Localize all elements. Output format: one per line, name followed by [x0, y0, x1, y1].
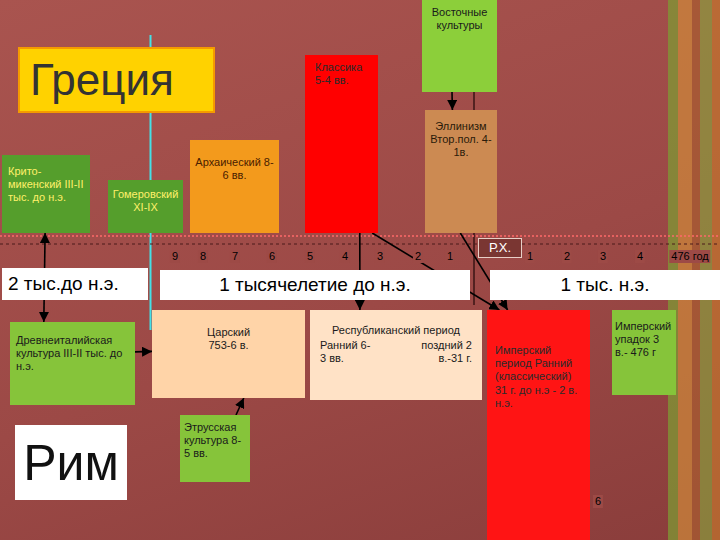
box-text: Республиканский период	[320, 324, 472, 337]
box-text: Классика 5-4 вв.	[315, 61, 374, 87]
box-text: 1 тысячелетие до н.э.	[166, 274, 464, 297]
box-text: 1 тыс. н.э.	[496, 274, 714, 297]
box-text: Восточные культуры	[425, 6, 494, 32]
period-box: Царский 753-6 в.	[152, 310, 305, 398]
tick-number: 9	[170, 250, 180, 263]
box-text: Крито-микенский III-II тыс. до н.э.	[8, 165, 84, 205]
period-box: Гомеровский XI-IX	[108, 180, 183, 233]
connector-arrow	[451, 92, 453, 110]
period-box: Крито-микенский III-II тыс. до н.э.	[2, 155, 90, 233]
tick-number: 2	[413, 250, 423, 263]
period-box: Классика 5-4 вв.	[305, 55, 378, 233]
period-box: Эллинизм Втор.пол. 4-1в.	[425, 110, 497, 233]
box-text: Древнеиталийская культура III-II тыс. до…	[16, 334, 129, 374]
timeline-band: 2 тыс.до н.э.	[2, 268, 148, 300]
box-text: Архаический 8-6 вв.	[194, 156, 275, 182]
timeline-band: 1 тысячелетие до н.э.	[160, 270, 470, 300]
tick-year: 476 год	[669, 250, 710, 263]
culture-box: Этрусская культура 8-5 вв.	[180, 415, 250, 482]
box-text: Рим	[19, 433, 123, 493]
tick-number: 4	[635, 250, 645, 263]
tick-number: 1	[445, 250, 455, 263]
tick-number: 3	[598, 250, 608, 263]
box-text: Имперский период Ранний (классический) 3…	[495, 344, 582, 410]
box-text: Гомеровский XI-IX	[111, 188, 180, 214]
epoch-marker-box: Р.Х.	[478, 238, 522, 258]
tick-number: 4	[340, 250, 350, 263]
timeline-band: 1 тыс. н.э.	[490, 270, 720, 300]
connector-arrow	[236, 398, 244, 415]
box-text: Р.Х.	[482, 240, 518, 256]
tick-number: 7	[230, 250, 240, 263]
period-box: Древнеиталийская культура III-II тыс. до…	[10, 322, 135, 405]
tick-number: 8	[198, 250, 208, 263]
region-title-box: Рим	[15, 425, 127, 500]
period-box: Республиканский периодРанний 6-3 вв. позд…	[310, 310, 482, 400]
text-columns: Ранний 6-3 вв. поздний 2 в.-31 г.	[320, 339, 472, 365]
box-text: Ранний 6-3 вв.	[320, 339, 373, 365]
box-text: Этрусская культура 8-5 вв.	[184, 421, 246, 461]
period-box: Архаический 8-6 вв.	[190, 140, 279, 233]
tick-number: 1	[525, 250, 535, 263]
box-text: Царский 753-6 в.	[200, 326, 257, 352]
tick-number: 6	[267, 250, 277, 263]
box-text: поздний 2 в.-31 г.	[401, 339, 472, 365]
connector-arrow	[135, 351, 152, 353]
tick-number: 3	[375, 250, 385, 263]
page-number: 6	[593, 495, 603, 508]
period-box: Имперский упадок 3 в.- 476 г	[612, 310, 676, 395]
tick-number: 2	[562, 250, 572, 263]
period-box: Имперский период Ранний (классический) 3…	[487, 310, 590, 540]
tick-number: 5	[305, 250, 315, 263]
box-text: Греция	[30, 54, 203, 107]
culture-box: Восточные культуры	[422, 0, 497, 92]
box-text: Эллинизм Втор.пол. 4-1в.	[429, 120, 493, 160]
box-text: 2 тыс.до н.э.	[8, 273, 142, 296]
region-title-box: Греция	[18, 47, 215, 113]
box-text: Имперский упадок 3 в.- 476 г	[615, 320, 673, 360]
